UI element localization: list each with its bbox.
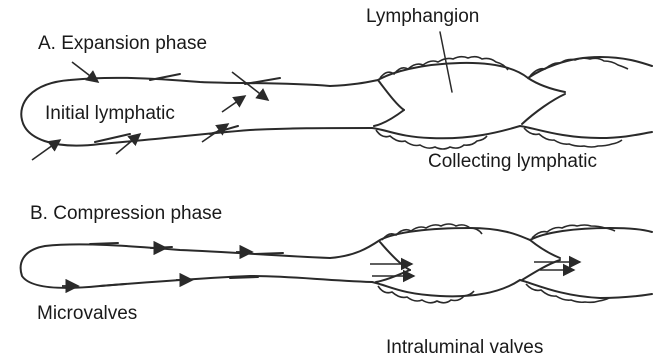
microvalve-flap [255,253,283,254]
collecting-lymphatic-bottom-wall [372,280,652,298]
collecting-lymphatic-bottom-wall [372,126,652,138]
panel-a-scallops [376,57,628,149]
initial-lymphatic-wall [21,244,372,288]
collecting-lymphatic-label: Collecting lymphatic [428,152,597,171]
inflow-arrow [32,140,60,160]
intraluminal-valve-leaflet [378,80,404,110]
initial-lymphatic-label: Initial lymphatic [45,104,175,123]
panel-b-vessel [21,228,652,298]
intraluminal-valve-leaflet [528,78,565,92]
compression-phase-label: B. Compression phase [30,204,222,223]
intraluminal-valve-leaflet [522,94,565,124]
microvalve-flap [230,277,258,278]
collecting-lymphatic-top-wall [330,228,652,258]
expansion-phase-label: A. Expansion phase [38,34,207,53]
lymphangion-label: Lymphangion [366,7,479,26]
inflow-arrow [222,96,245,112]
panel-b-wall-ticks [62,248,252,286]
intraluminal-valve-leaflet [380,242,410,270]
microvalve-flap [100,284,126,286]
microvalve-flap [95,134,130,142]
lymphangion-pointer [440,32,452,92]
inflow-arrow [232,72,268,100]
microvalve-flap [90,243,118,244]
intraluminal-valve-leaflet [530,240,560,258]
microvalves-label: Microvalves [37,304,137,323]
intraluminal-valves-label: Intraluminal valves [386,338,543,357]
intraluminal-valve-leaflet [374,110,404,126]
